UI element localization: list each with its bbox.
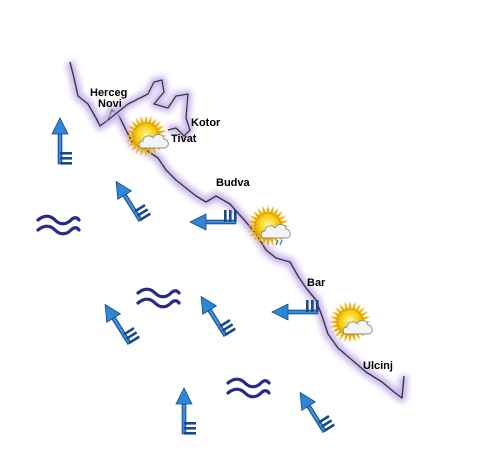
wind-arrow-icon xyxy=(115,180,151,223)
weather-layer xyxy=(125,115,373,343)
town-label-kotor: Kotor xyxy=(191,117,221,129)
sun-with-cloud-icon xyxy=(125,115,169,157)
waves-icon xyxy=(226,377,271,399)
sun-with-cloud-icon xyxy=(329,301,373,343)
town-label-tivat: Tivat xyxy=(171,133,197,145)
wind-arrow-icon xyxy=(175,387,196,435)
waves-icon xyxy=(136,287,181,309)
town-label-herceg-novi-line2: Novi xyxy=(98,98,122,110)
town-label-bar: Bar xyxy=(307,277,326,289)
town-label-ulcinj: Ulcinj xyxy=(363,360,393,372)
town-label-herceg-novi: Herceg Novi xyxy=(90,88,127,110)
coastline xyxy=(65,60,409,403)
cloud-icon xyxy=(260,223,291,246)
sun-with-rain-cloud-icon xyxy=(247,205,291,247)
waves-icon xyxy=(36,214,81,236)
cloud-icon xyxy=(138,133,169,149)
wind-arrow-icon xyxy=(299,391,335,434)
wind-arrow-icon xyxy=(200,295,236,338)
wind-arrow-icon xyxy=(51,117,72,165)
sea-state-layer xyxy=(36,214,271,399)
wind-arrow-icon xyxy=(104,303,140,346)
wind-layer xyxy=(51,117,335,435)
town-label-budva: Budva xyxy=(216,177,250,189)
wind-arrow-icon xyxy=(189,210,237,231)
cloud-icon xyxy=(342,319,373,335)
town-label-herceg-novi-line1: Herceg xyxy=(90,87,128,99)
wind-arrow-icon xyxy=(271,300,319,321)
